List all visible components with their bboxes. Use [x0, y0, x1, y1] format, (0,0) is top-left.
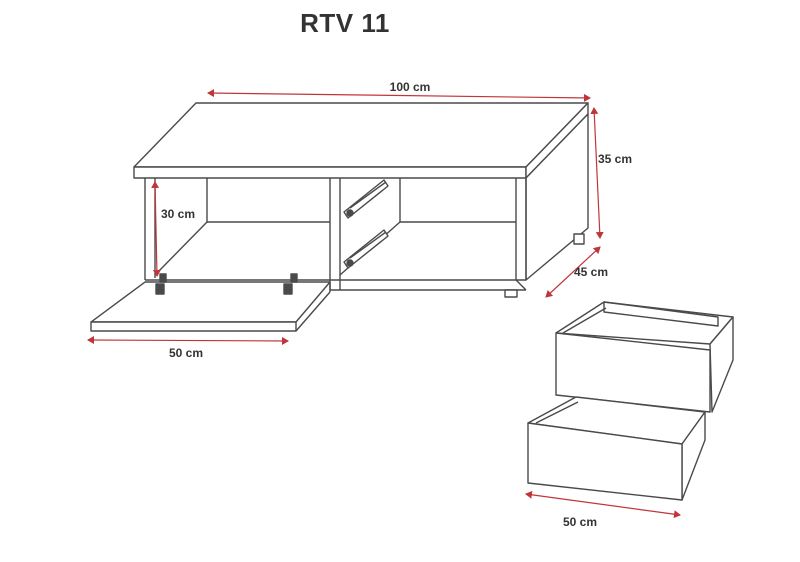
- drawer-runner: [343, 179, 389, 219]
- dimension-arrows: [87, 89, 681, 519]
- cabinet-flap-edge: [90, 321, 297, 332]
- drawer-runner: [343, 229, 389, 269]
- hinge: [283, 273, 298, 295]
- depth-label: 45 cm: [574, 265, 608, 279]
- drawer-lower: [527, 396, 706, 501]
- drawer-upper: [555, 301, 734, 413]
- drawer-width-arrow: [525, 490, 681, 519]
- height-arrow: [590, 107, 604, 239]
- drawer-width-label: 50 cm: [563, 515, 597, 529]
- flap-width-label: 50 cm: [169, 346, 203, 360]
- inner-height-label: 30 cm: [161, 207, 195, 221]
- hinge: [155, 273, 167, 295]
- tv-cabinet: [90, 102, 589, 332]
- cabinet-foot: [504, 289, 518, 298]
- cabinet-top: [133, 102, 589, 168]
- width-arrow: [207, 89, 591, 102]
- cabinet-foot: [573, 233, 585, 245]
- cabinet-top-edge: [133, 166, 527, 179]
- width-label: 100 cm: [390, 80, 431, 94]
- flap-width-arrow: [87, 336, 289, 345]
- inner-height-arrow: [151, 181, 161, 277]
- diagram-title: RTV 11: [300, 8, 390, 38]
- cabinet-flap: [90, 281, 331, 323]
- depth-arrow: [545, 246, 601, 298]
- height-label: 35 cm: [598, 152, 632, 166]
